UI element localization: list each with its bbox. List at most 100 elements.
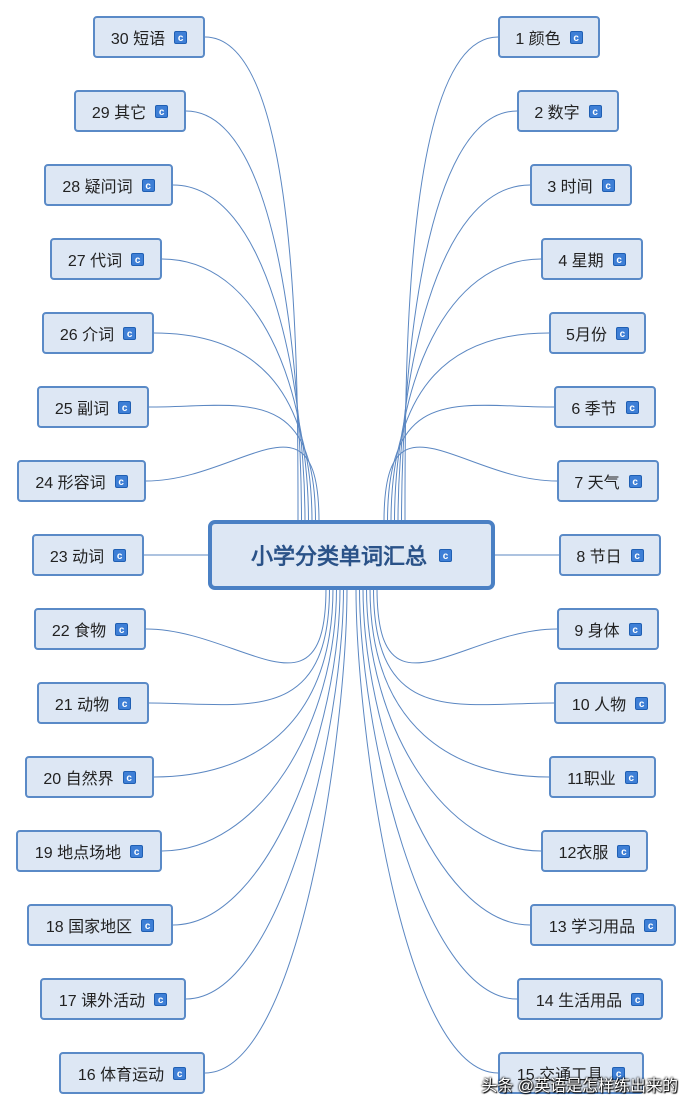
c-icon[interactable]: c bbox=[155, 104, 169, 118]
right-connector-line bbox=[366, 587, 542, 852]
left-connector-line bbox=[204, 587, 348, 1074]
c-icon[interactable]: c bbox=[588, 104, 602, 118]
c-icon[interactable]: c bbox=[612, 1066, 626, 1080]
c-icon[interactable]: c bbox=[625, 400, 639, 414]
c-icon[interactable]: c bbox=[174, 30, 188, 44]
topic-label: 7 天气 bbox=[574, 475, 620, 492]
c-icon[interactable]: c bbox=[118, 696, 132, 710]
left-connector-line bbox=[153, 332, 313, 523]
c-icon[interactable]: c bbox=[114, 474, 128, 488]
left-connector-line bbox=[204, 36, 299, 523]
c-icon[interactable]: c bbox=[631, 992, 645, 1006]
c-icon[interactable]: c bbox=[131, 252, 145, 266]
right-connector-line bbox=[404, 36, 499, 523]
topic-label: 13 学习用品 bbox=[548, 919, 636, 936]
c-icon[interactable]: c bbox=[154, 992, 168, 1006]
right-topic-node[interactable]: 7 天气 c bbox=[557, 460, 659, 502]
c-icon[interactable]: c bbox=[630, 548, 644, 562]
right-connector-line bbox=[397, 184, 531, 523]
topic-label: 27 代词 bbox=[67, 253, 123, 270]
watermark: 头条 @英语是怎样练出来的 bbox=[481, 1078, 678, 1095]
right-topic-node[interactable]: 8 节日 c bbox=[559, 534, 661, 576]
left-topic-node[interactable]: 22 食物 c bbox=[34, 608, 146, 650]
c-icon[interactable]: c bbox=[612, 252, 626, 266]
c-icon[interactable]: c bbox=[123, 326, 137, 340]
c-icon[interactable]: c bbox=[617, 844, 631, 858]
right-connector-line bbox=[394, 258, 542, 523]
topic-label: 6 季节 bbox=[571, 401, 617, 418]
c-icon[interactable]: c bbox=[115, 622, 129, 636]
left-topic-node[interactable]: 19 地点场地 c bbox=[16, 830, 162, 872]
left-topic-node[interactable]: 20 自然界 c bbox=[25, 756, 154, 798]
topic-label: 26 介词 bbox=[59, 327, 115, 344]
left-topic-node[interactable]: 16 体育运动 c bbox=[59, 1052, 205, 1094]
topic-label: 28 疑问词 bbox=[62, 179, 133, 196]
right-topic-node[interactable]: 5月份 c bbox=[549, 312, 646, 354]
c-icon[interactable]: c bbox=[141, 178, 155, 192]
c-icon[interactable]: c bbox=[615, 326, 629, 340]
topic-label: 24 形容词 bbox=[35, 475, 106, 492]
right-connector-line bbox=[387, 404, 555, 523]
topic-label: 16 体育运动 bbox=[77, 1067, 165, 1084]
c-icon[interactable]: c bbox=[173, 1066, 187, 1080]
left-connector-line bbox=[172, 184, 306, 523]
c-icon[interactable]: c bbox=[113, 548, 127, 562]
left-connector-line bbox=[161, 258, 309, 523]
topic-label: 15 交通工具 bbox=[516, 1067, 604, 1084]
c-icon[interactable]: c bbox=[130, 844, 144, 858]
topic-label: 10 人物 bbox=[571, 697, 627, 714]
right-connector-line bbox=[376, 587, 558, 664]
c-icon[interactable]: c bbox=[601, 178, 615, 192]
topic-label: 8 节日 bbox=[576, 549, 622, 566]
central-topic-label: 小学分类单词汇总 bbox=[250, 544, 427, 569]
topic-label: 19 地点场地 bbox=[34, 845, 122, 862]
topic-label: 22 食物 bbox=[51, 623, 107, 640]
c-icon[interactable]: c bbox=[628, 622, 642, 636]
right-connector-line bbox=[369, 587, 550, 778]
topic-label: 18 国家地区 bbox=[45, 919, 133, 936]
left-connector-line bbox=[185, 587, 344, 1000]
right-topic-node[interactable]: 13 学习用品 c bbox=[530, 904, 676, 946]
c-icon[interactable]: c bbox=[141, 918, 155, 932]
c-icon[interactable]: c bbox=[439, 548, 452, 562]
left-connector-line bbox=[148, 587, 330, 706]
left-topic-node[interactable]: 27 代词 c bbox=[50, 238, 162, 280]
c-icon[interactable]: c bbox=[569, 30, 583, 44]
topic-label: 5月份 bbox=[566, 327, 607, 344]
topic-label: 20 自然界 bbox=[43, 771, 114, 788]
right-topic-node[interactable]: 9 身体 c bbox=[557, 608, 659, 650]
left-topic-node[interactable]: 24 形容词 c bbox=[17, 460, 146, 502]
left-topic-node[interactable]: 28 疑问词 c bbox=[44, 164, 173, 206]
c-icon[interactable]: c bbox=[122, 770, 136, 784]
c-icon[interactable]: c bbox=[628, 474, 642, 488]
c-icon[interactable]: c bbox=[624, 770, 638, 784]
c-icon[interactable]: c bbox=[635, 696, 649, 710]
left-topic-node[interactable]: 26 介词 c bbox=[42, 312, 154, 354]
c-icon[interactable]: c bbox=[118, 400, 132, 414]
topic-label: 9 身体 bbox=[574, 623, 620, 640]
c-icon[interactable]: c bbox=[644, 918, 658, 932]
right-topic-node[interactable]: 10 人物 c bbox=[554, 682, 666, 724]
right-topic-node[interactable]: 15 交通工具 c bbox=[498, 1052, 644, 1094]
right-connector-line bbox=[362, 587, 531, 926]
right-topic-node[interactable]: 6 季节 c bbox=[554, 386, 656, 428]
left-topic-node[interactable]: 18 国家地区 c bbox=[27, 904, 173, 946]
central-topic[interactable]: 小学分类单词汇总 c bbox=[208, 520, 495, 590]
left-connector-line bbox=[145, 587, 327, 664]
right-connector-line bbox=[355, 587, 499, 1074]
